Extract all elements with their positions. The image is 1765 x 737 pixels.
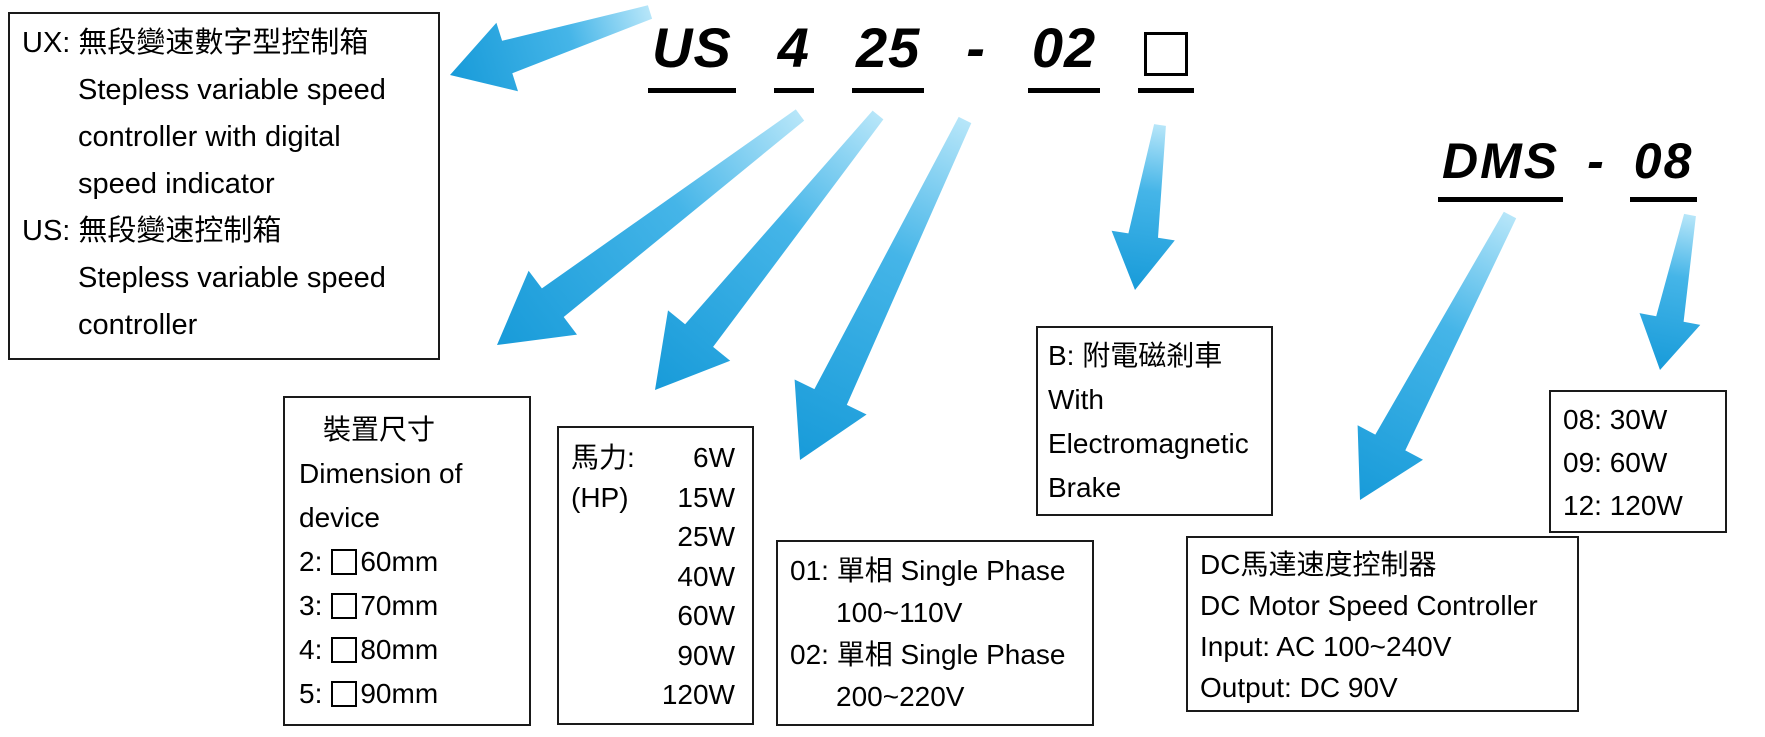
arrow-wattage-to-hp-box (655, 110, 884, 390)
hp-label (571, 675, 651, 715)
dimension-title-en-1: Dimension of (299, 458, 463, 489)
dms-wattage-09: 09: 60W (1563, 447, 1668, 478)
square-frame-icon (331, 549, 358, 575)
brake-option-en-1: With (1048, 384, 1104, 415)
dms-wattage-12: 12: 120W (1563, 490, 1683, 521)
dms-code-wattage: 08 (1629, 136, 1698, 202)
dc-title-en: DC Motor Speed Controller (1200, 590, 1538, 621)
horsepower-box: 馬力: 6W (HP) 15W 25W 40W 60W 90W 120W (557, 426, 754, 725)
series-explanation-box: UX: 無段變速數字型控制箱 Stepless variable speed c… (8, 12, 440, 360)
dimension-option-5: 5: 90mm (299, 672, 515, 716)
model-code-voltage: 02 (1027, 20, 1101, 93)
dc-input-spec: Input: AC 100~240V (1200, 631, 1452, 662)
square-frame-icon (331, 681, 358, 707)
hp-row: 馬力: 6W (571, 438, 740, 478)
model-code-wattage: 25 (851, 20, 925, 93)
series-us-en-2: controller (78, 309, 198, 341)
hp-value: 60W (677, 600, 735, 631)
hp-value: 120W (661, 679, 735, 710)
hp-label (571, 596, 651, 636)
model-code-option-slot (1138, 32, 1195, 93)
hp-label-cn: 馬力: (571, 442, 635, 473)
hp-value: 6W (693, 442, 735, 473)
dimension-option-value: 90mm (360, 678, 439, 709)
square-frame-icon (331, 593, 358, 619)
dms-wattage-box: 08: 30W 09: 60W 12: 120W (1549, 390, 1727, 533)
series-us-en-1: Stepless variable speed (78, 262, 386, 294)
dms-code: DMS - 08 (1438, 133, 1698, 202)
model-code-series: US (648, 20, 736, 93)
model-code-dash: - (966, 16, 986, 79)
arrow-voltage-to-phase-box (794, 116, 972, 461)
series-ux-en-2: controller with digital (78, 121, 341, 153)
dimension-option-key: 5: (299, 678, 323, 709)
phase-option-02-voltage: 200~220V (836, 681, 965, 712)
hp-label-en: (HP) (571, 481, 629, 513)
series-ux-en-3: speed indicator (78, 168, 275, 200)
square-frame-icon (331, 637, 358, 663)
voltage-phase-box: 01: 單相 Single Phase 100~110V 02: 單相 Sing… (776, 540, 1094, 726)
phase-option-01-voltage: 100~110V (836, 597, 963, 628)
hp-value: 25W (677, 521, 735, 552)
hp-row: 120W (571, 675, 740, 715)
arrow-size-digit-to-dimension-box (497, 109, 805, 346)
arrow-series-to-series-box (450, 5, 653, 92)
phase-option-02: 02: 單相 Single Phase (790, 639, 1066, 670)
model-code-size-digit: 4 (773, 20, 814, 93)
series-ux-en-1: Stepless variable speed (78, 74, 386, 106)
dimension-option-2: 2: 60mm (299, 540, 515, 584)
dimension-option-3: 3: 70mm (299, 584, 515, 628)
dimension-option-value: 80mm (360, 634, 439, 665)
series-ux-cn: UX: 無段變速數字型控制箱 (22, 27, 369, 59)
dimension-title-en-2: device (299, 502, 380, 533)
hp-row: (HP) 15W (571, 478, 740, 518)
dimension-option-key: 4: (299, 634, 323, 665)
dimension-title-cn: 裝置尺寸 (323, 414, 436, 445)
arrow-option-to-brake-box (1111, 124, 1175, 290)
dimension-box: 裝置尺寸 Dimension of device 2: 60mm 3: 70mm… (283, 396, 531, 726)
dimension-option-key: 2: (299, 546, 323, 577)
hp-row: 60W (571, 596, 740, 636)
brake-option-cn: B: 附電磁剎車 (1048, 340, 1223, 371)
hp-row: 90W (571, 636, 740, 676)
dms-code-dash: - (1587, 133, 1606, 189)
phase-option-01: 01: 單相 Single Phase (790, 555, 1066, 586)
dimension-option-key: 3: (299, 590, 323, 621)
hp-label (571, 517, 651, 557)
dc-title-cn: DC馬達速度控制器 (1200, 549, 1437, 580)
dc-controller-box: DC馬達速度控制器 DC Motor Speed Controller Inpu… (1186, 536, 1579, 712)
dimension-option-4: 4: 80mm (299, 628, 515, 672)
brake-option-box: B: 附電磁剎車 With Electromagnetic Brake (1036, 326, 1273, 516)
dimension-option-value: 60mm (360, 546, 439, 577)
dms-code-series: DMS (1438, 136, 1564, 202)
hp-row: 25W (571, 517, 740, 557)
arrow-dms-to-dc-box (1357, 211, 1517, 500)
dimension-option-value: 70mm (360, 590, 439, 621)
dc-output-spec: Output: DC 90V (1200, 672, 1398, 703)
dms-wattage-08: 08: 30W (1563, 404, 1668, 435)
model-code: US 4 25 - 02 (648, 16, 1195, 93)
empty-option-square-icon (1144, 32, 1189, 76)
hp-value: 90W (677, 639, 735, 671)
brake-option-en-3: Brake (1048, 472, 1122, 503)
series-us-cn: US: 無段變速控制箱 (22, 215, 282, 247)
hp-value: 40W (677, 560, 735, 592)
hp-label (571, 636, 651, 676)
brake-option-en-2: Electromagnetic (1048, 428, 1249, 459)
arrow-dms-wattage-to-wattage-box (1639, 213, 1701, 370)
hp-value: 15W (677, 481, 735, 513)
hp-row: 40W (571, 557, 740, 597)
hp-label (571, 557, 651, 597)
